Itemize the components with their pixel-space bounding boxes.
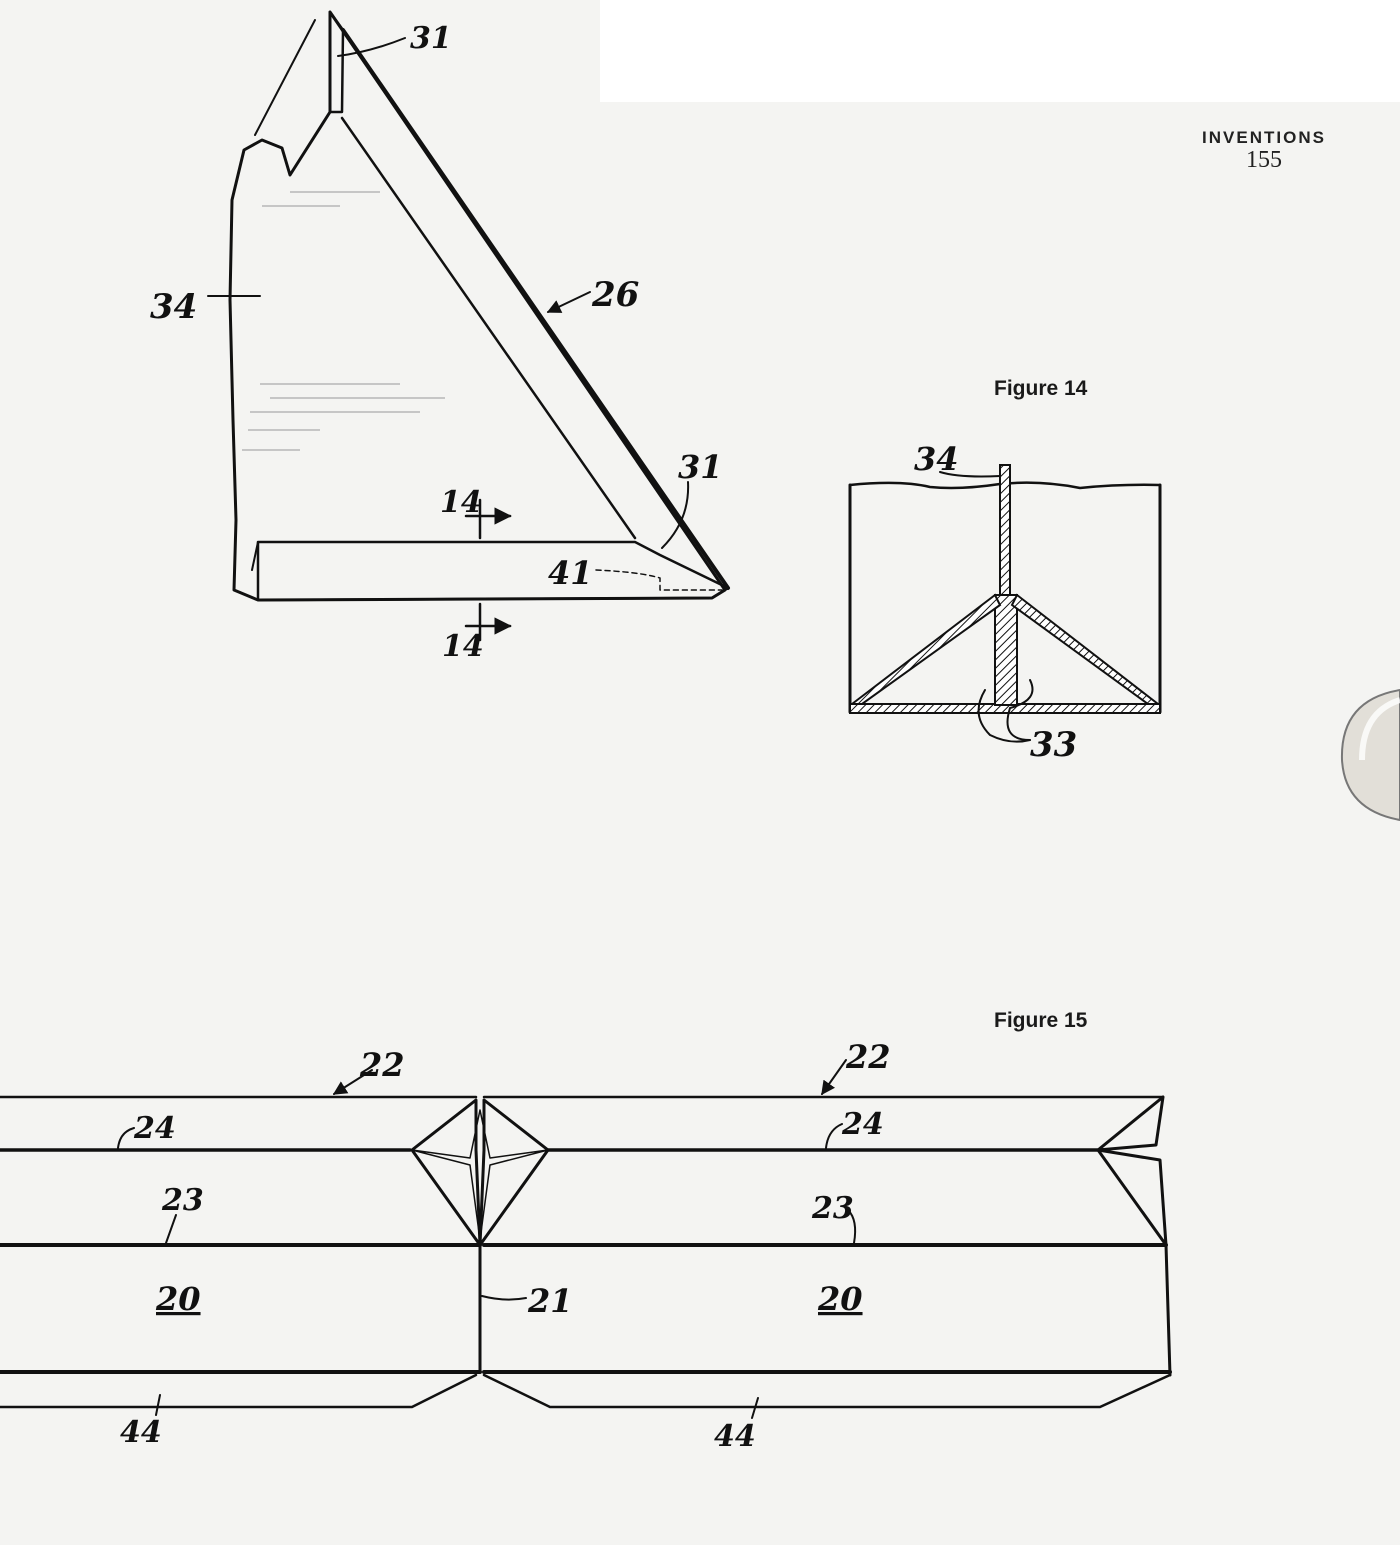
base-channel-end [251, 541, 259, 571]
outer-edge-left [254, 19, 316, 136]
gusset-star [411, 1109, 549, 1241]
end-gusset-bottom [1096, 1148, 1168, 1247]
ref-23-left: 23 [161, 1183, 204, 1218]
leader-26 [546, 291, 591, 313]
page-number: 155 [1246, 147, 1282, 173]
ref-34-fig14: 34 [914, 440, 959, 478]
leader-24-left [117, 1127, 135, 1149]
ref-22-right: 22 [845, 1038, 891, 1076]
end-gusset-top [1096, 1095, 1165, 1152]
thumb-shape [1340, 688, 1400, 822]
leader-44-right [751, 1397, 759, 1419]
ref-24-right: 24 [841, 1107, 884, 1142]
leader-44-left [155, 1394, 161, 1416]
gusset-left [410, 1098, 482, 1247]
upright-33-section [994, 594, 1018, 706]
ref-31-top: 31 [410, 21, 452, 56]
ref-20-left: 20 [155, 1280, 201, 1318]
blank-overlay [600, 0, 1400, 102]
left-flap-44 [0, 1373, 478, 1409]
leader-33a [1006, 679, 1034, 741]
ref-21: 21 [527, 1282, 573, 1320]
ref-33: 33 [1030, 725, 1077, 765]
left-brace-section [849, 593, 1002, 705]
top-figure: 31 34 26 31 14 41 14 [150, 10, 730, 664]
inner-fold-line [340, 116, 637, 540]
outer-edge-26 [341, 28, 730, 590]
ref-41: 41 [548, 554, 593, 592]
leader-22-right [821, 1059, 847, 1096]
figure-14-drawing: 34 33 [848, 440, 1162, 765]
ref-23-right: 23 [811, 1191, 854, 1226]
ref-34: 34 [150, 287, 197, 327]
leader-21 [481, 1295, 527, 1301]
figure-15-caption: Figure 15 [994, 1009, 1088, 1032]
right-brace-section [1010, 593, 1161, 705]
ref-44-right: 44 [714, 1419, 756, 1454]
ref-14-bottom: 14 [442, 629, 484, 664]
right-flap-44 [482, 1373, 1172, 1409]
scan-marks [242, 191, 445, 451]
running-header: INVENTIONS [1202, 128, 1326, 147]
right-end-edge [1164, 1243, 1172, 1377]
gusset-right [478, 1098, 550, 1247]
ref-20-right: 20 [817, 1280, 863, 1318]
figure-15-drawing: 22 22 24 24 23 23 20 20 21 44 44 [0, 1038, 1172, 1454]
ref-44-left: 44 [120, 1415, 162, 1450]
leader-23-right [847, 1209, 857, 1244]
ref-24-left: 24 [133, 1111, 176, 1146]
leader-22-left [332, 1069, 373, 1095]
leader-31-bottom [661, 481, 690, 549]
ref-26: 26 [591, 275, 639, 315]
ref-31-bottom: 31 [678, 448, 723, 486]
leader-33b [977, 689, 1031, 743]
leader-24-right [825, 1123, 843, 1149]
base-channel [256, 540, 730, 602]
ref-22-left: 22 [359, 1046, 405, 1084]
figure-14-caption: Figure 14 [994, 377, 1088, 400]
hidden-line-41 [595, 569, 723, 591]
leader-31-top [337, 37, 406, 57]
leader-34-fig14 [939, 471, 1001, 478]
folded-edge-strip [328, 10, 345, 114]
ref-14-top: 14 [440, 485, 482, 520]
leader-23-left [165, 1214, 177, 1244]
